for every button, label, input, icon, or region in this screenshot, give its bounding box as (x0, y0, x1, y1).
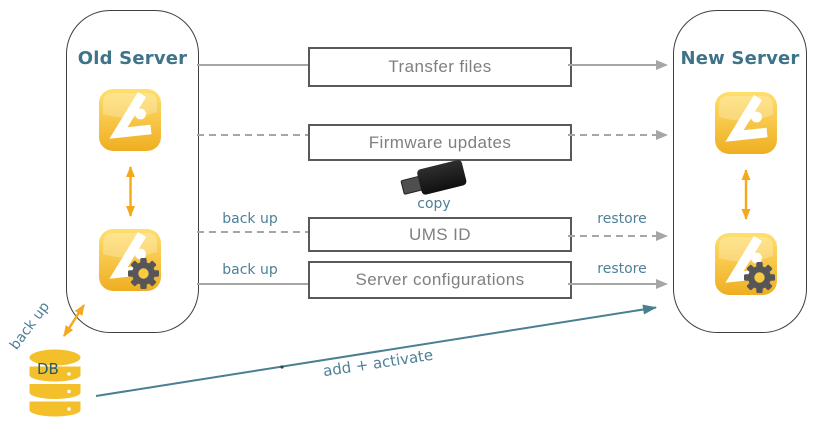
transfer-files-arrowhead-icon (656, 60, 668, 70)
usb-copy-label: copy (417, 196, 451, 212)
transfer-files-label: Transfer files (388, 57, 492, 76)
firmware-updates-line-right (568, 134, 658, 136)
ums-id-arrowhead-icon (656, 231, 668, 241)
firmware-updates-line-left (197, 134, 308, 136)
firmware-updates-label: Firmware updates (368, 132, 512, 152)
ums-id-backup-label: back up (222, 211, 278, 227)
old-server-title: Old Server (77, 48, 188, 69)
gear-icon (128, 258, 159, 289)
firmware-updates-box: Firmware updates (308, 124, 572, 161)
igel-ums-server-gear-icon-new (715, 233, 777, 295)
line-junction-dot (280, 365, 284, 369)
add-activate-label: add + activate (321, 345, 435, 381)
ums-id-line-right (568, 235, 658, 237)
gear-icon (744, 262, 775, 293)
firmware-updates-arrowhead-icon (656, 130, 668, 140)
igel-ums-console-icon-new (715, 92, 777, 154)
ums-id-restore-label: restore (597, 211, 647, 227)
server-configurations-label: Server configurations (355, 270, 525, 289)
usb-stick-icon (398, 156, 471, 202)
ums-id-line-left (197, 231, 308, 233)
usb-body (416, 159, 468, 196)
ums-id-label: UMS ID (409, 224, 471, 244)
server-config-restore-label: restore (597, 261, 647, 277)
db-backup-label: back up (6, 299, 54, 353)
transfer-files-line-right (568, 64, 658, 66)
transfer-files-line-left (197, 64, 308, 66)
new-server-title: New Server (680, 48, 800, 69)
transfer-files-box: Transfer files (308, 47, 572, 87)
db-label: DB (37, 360, 59, 378)
server-configurations-arrowhead-icon (656, 279, 668, 289)
igel-ums-console-icon-old (99, 89, 161, 151)
server-configurations-line-left (197, 283, 308, 285)
server-configurations-box: Server configurations (308, 261, 572, 299)
server-configurations-line-right (568, 283, 658, 285)
ums-id-box: UMS ID (308, 217, 572, 252)
igel-ums-server-gear-icon-old (99, 229, 161, 291)
server-config-backup-label: back up (222, 262, 278, 278)
